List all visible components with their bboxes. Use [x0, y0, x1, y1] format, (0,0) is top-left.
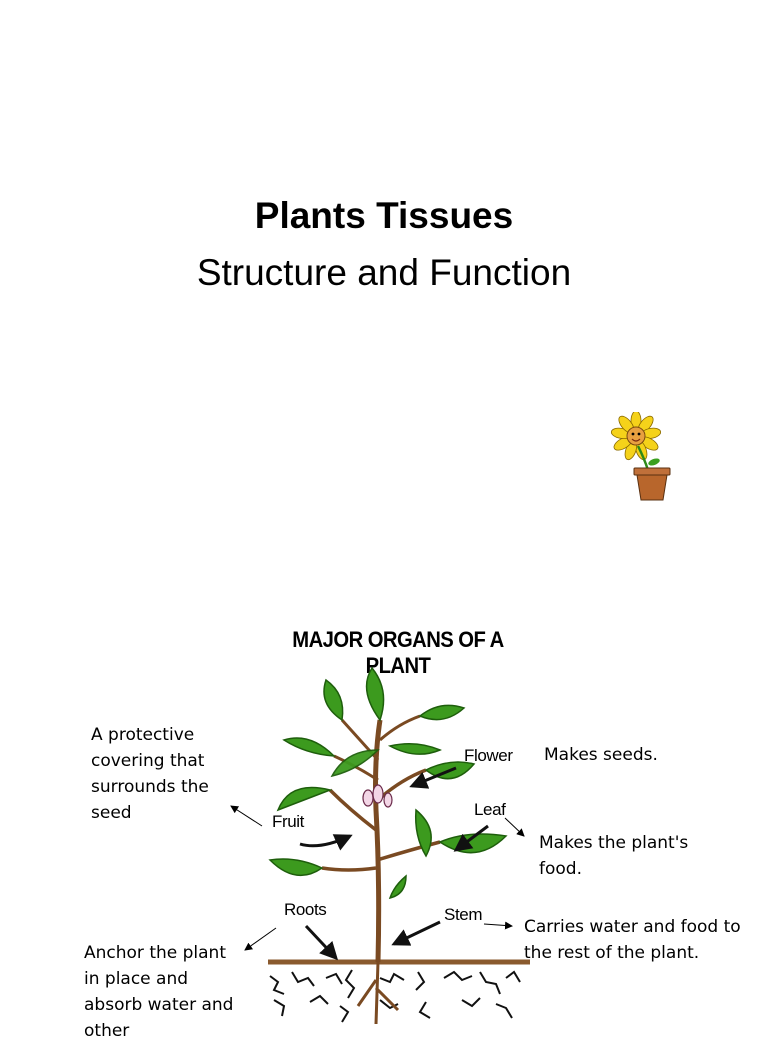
flower-label: Flower [464, 746, 513, 765]
sunflower-petals-icon [610, 412, 662, 461]
leaf-icon [268, 666, 508, 900]
roots-description: Anchor the plant in place and absorb wat… [84, 943, 234, 1041]
leaf-description: Makes the plant's food. [539, 833, 689, 879]
roots-label: Roots [284, 900, 327, 919]
fruit-label: Fruit [272, 812, 305, 831]
slide-title: Plants Tissues [254, 195, 514, 236]
fruit-description: A protective covering that surrounds the… [91, 725, 209, 823]
stem-description: Carries water and food to the rest of th… [524, 917, 741, 963]
figure-title: MAJOR ORGANS OF A PLANT [292, 627, 504, 678]
plant-illustration [268, 666, 530, 1024]
flower-description: Makes seeds. [544, 745, 658, 765]
pot-icon [633, 467, 671, 501]
flower-pot-icon [610, 412, 671, 501]
flower-icon [362, 784, 393, 808]
slide-subtitle: Structure and Function [196, 252, 572, 293]
stem-icon [321, 714, 441, 963]
soil-icon [268, 959, 530, 1023]
leaf-label: Leaf [474, 800, 506, 819]
stem-label: Stem [444, 905, 483, 924]
